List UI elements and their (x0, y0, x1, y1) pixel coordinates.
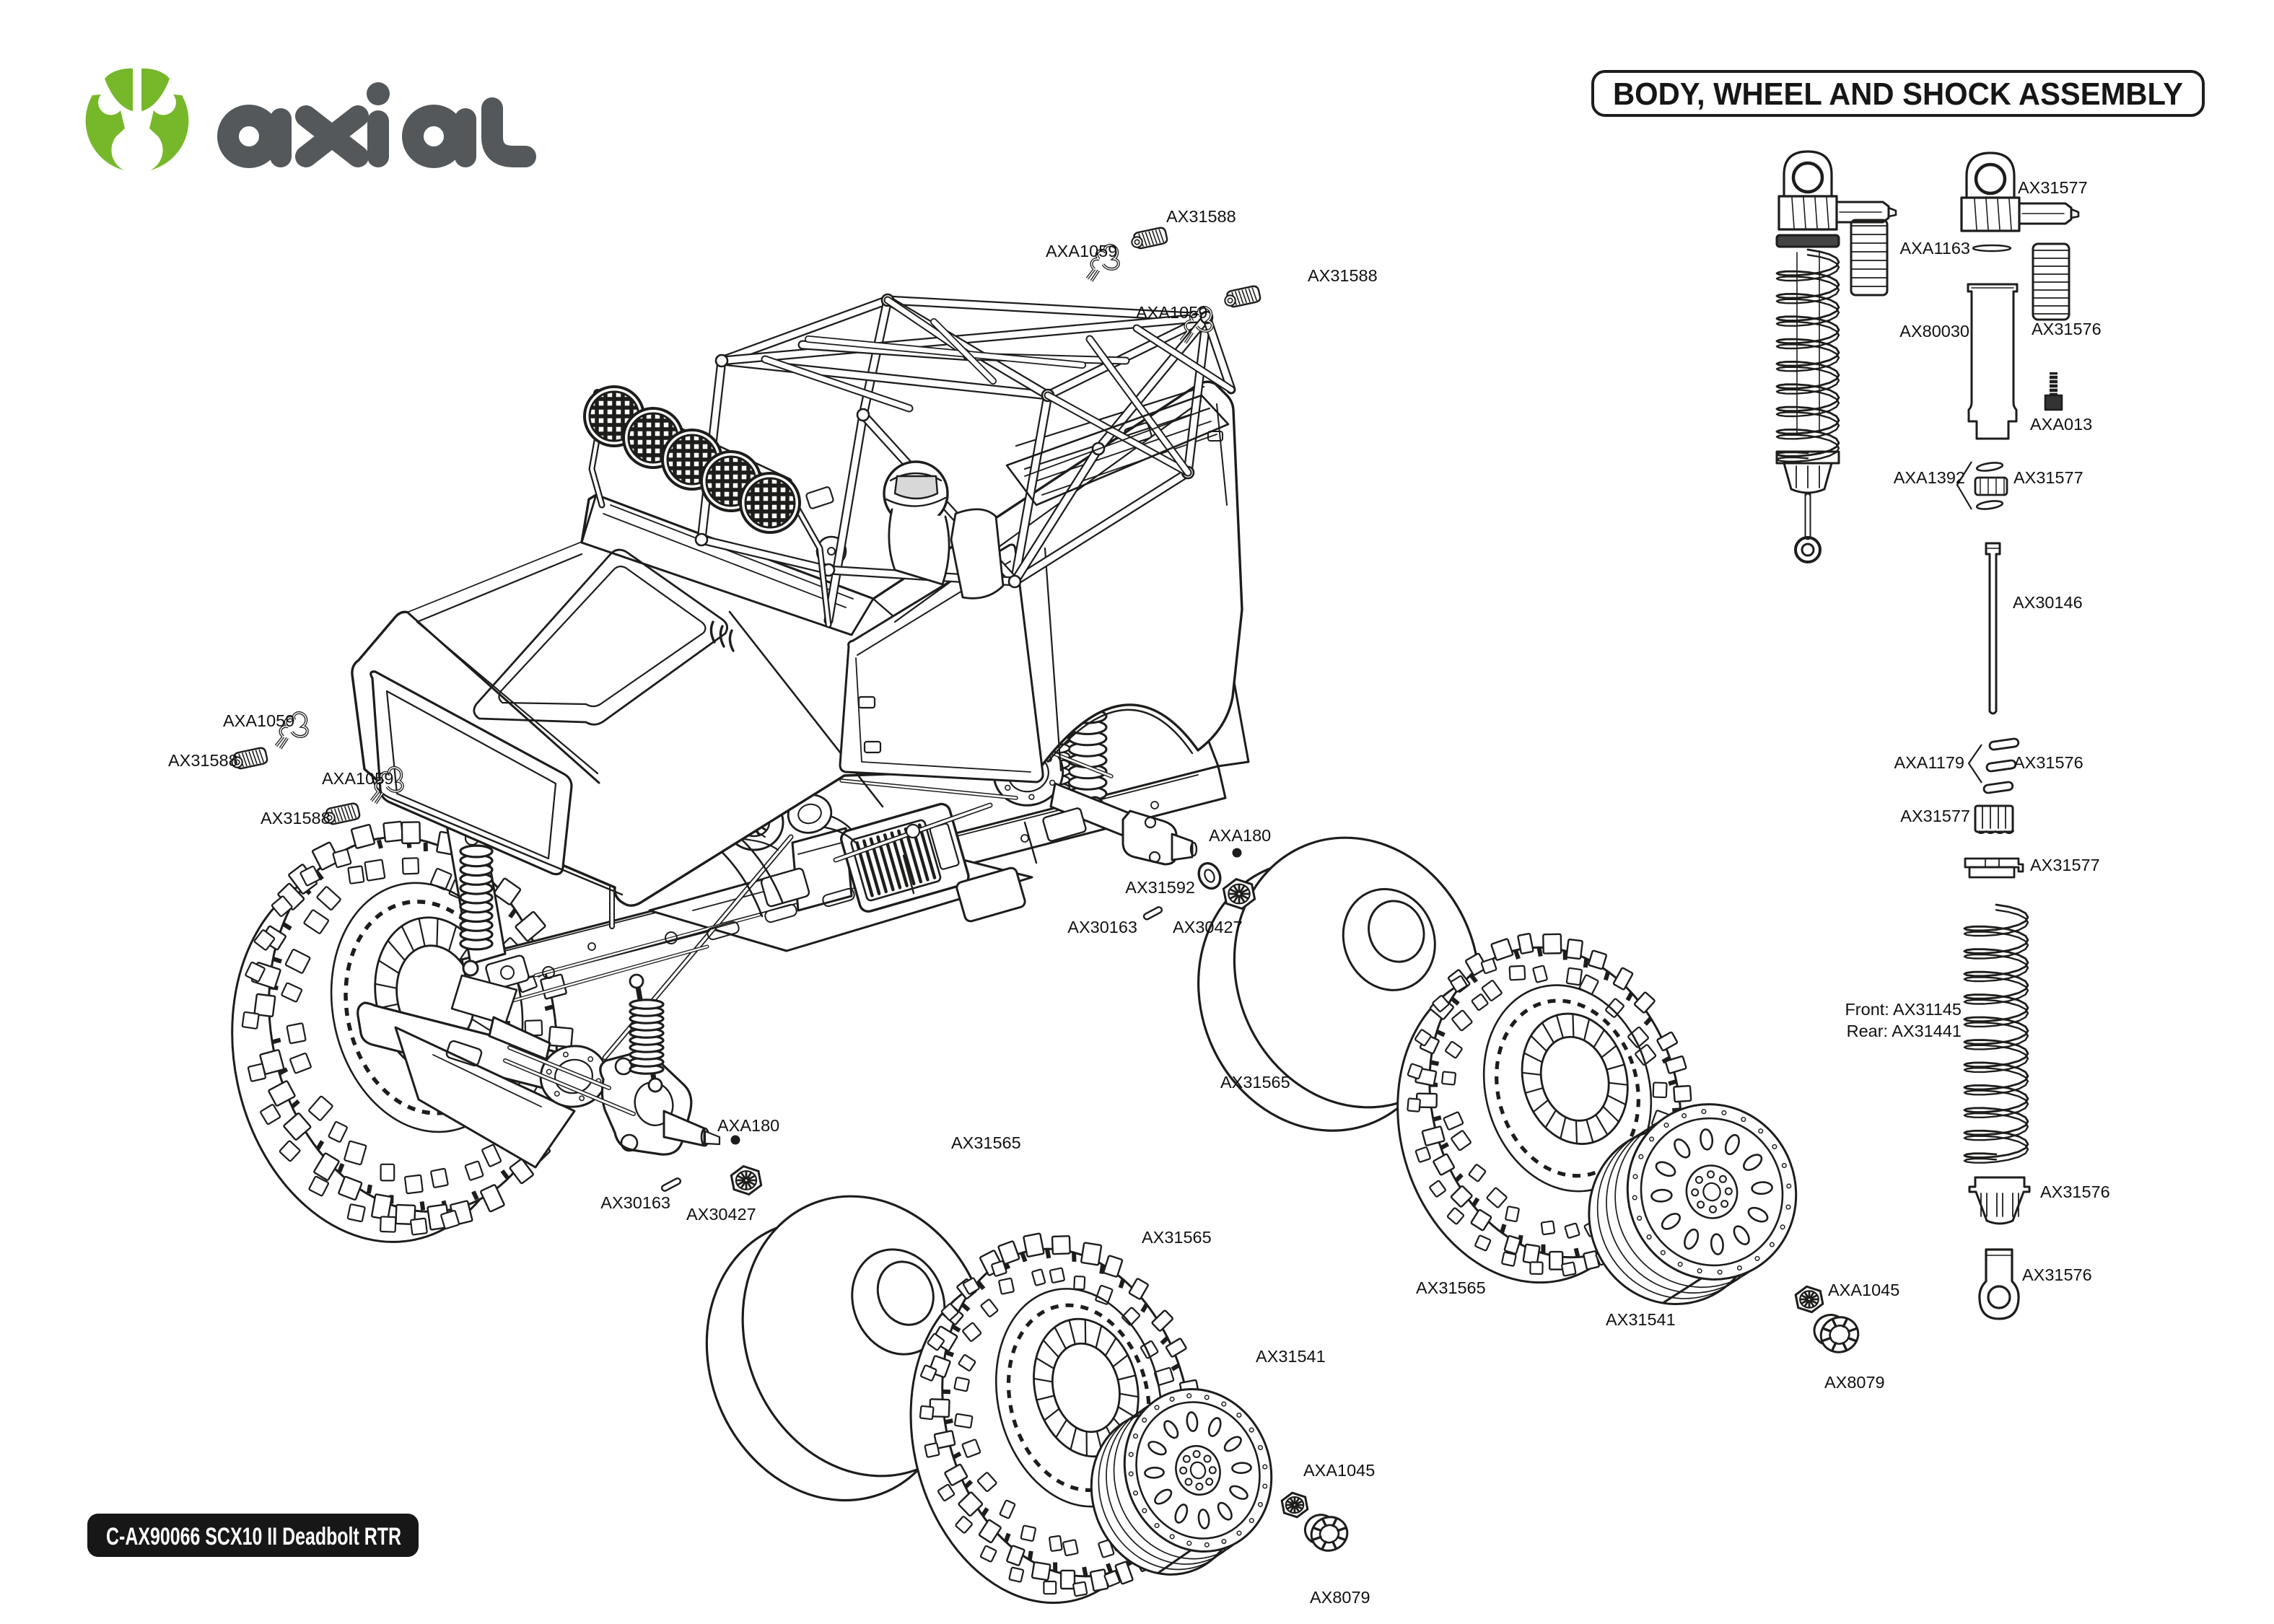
svg-text:AX30427: AX30427 (686, 1205, 756, 1224)
svg-text:AX80030: AX80030 (1899, 322, 1969, 341)
svg-text:AXA1392: AXA1392 (1894, 468, 1965, 487)
svg-text:AXA1059: AXA1059 (1046, 242, 1117, 260)
svg-text:AX31577: AX31577 (2013, 468, 2083, 487)
svg-text:C-AX90066 SCX10 II Deadbolt RT: C-AX90066 SCX10 II Deadbolt RTR (106, 1523, 401, 1550)
svg-text:AX31592: AX31592 (1125, 878, 1195, 897)
svg-text:AX31565: AX31565 (951, 1133, 1021, 1152)
svg-text:AXA1163: AXA1163 (1899, 239, 1970, 258)
svg-text:AX31576: AX31576 (2022, 1265, 2092, 1284)
svg-text:AXA1059: AXA1059 (1136, 303, 1207, 322)
svg-text:AXA1059: AXA1059 (223, 711, 294, 730)
svg-text:BODY, WHEEL AND SHOCK ASSEMBLY: BODY, WHEEL AND SHOCK ASSEMBLY (1613, 76, 2183, 112)
svg-text:AXA1045: AXA1045 (1303, 1461, 1375, 1480)
svg-text:AX31565: AX31565 (1142, 1228, 1212, 1247)
svg-text:AX31588: AX31588 (1308, 266, 1378, 285)
svg-text:AX31565: AX31565 (1220, 1073, 1290, 1092)
svg-text:AX31588: AX31588 (261, 809, 331, 828)
svg-text:Front: AX31145: Front: AX31145 (1845, 1000, 1962, 1019)
svg-text:AXA180: AXA180 (1209, 826, 1271, 845)
svg-text:AX31576: AX31576 (2013, 753, 2083, 772)
svg-text:AX31588: AX31588 (168, 751, 238, 770)
svg-text:AX30146: AX30146 (2013, 593, 2083, 612)
svg-text:AX8079: AX8079 (1310, 1588, 1370, 1607)
svg-text:AX31577: AX31577 (2030, 856, 2100, 874)
svg-text:AXA013: AXA013 (2030, 415, 2092, 434)
svg-text:AX30163: AX30163 (1067, 918, 1137, 936)
svg-text:AXA1179: AXA1179 (1894, 753, 1964, 772)
svg-text:Rear: AX31441: Rear: AX31441 (1847, 1022, 1962, 1040)
svg-text:AXA180: AXA180 (717, 1116, 779, 1135)
svg-text:AX31541: AX31541 (1256, 1347, 1326, 1366)
svg-text:AX30427: AX30427 (1173, 918, 1243, 936)
svg-text:AX31541: AX31541 (1606, 1310, 1676, 1329)
svg-text:AX30163: AX30163 (600, 1193, 670, 1212)
svg-text:AX31565: AX31565 (1416, 1278, 1486, 1297)
svg-text:AXA1059: AXA1059 (322, 769, 393, 788)
svg-text:AXA1045: AXA1045 (1828, 1281, 1899, 1299)
svg-text:AX31577: AX31577 (2018, 178, 2088, 197)
svg-text:AX31576: AX31576 (2032, 320, 2102, 338)
svg-text:AX31576: AX31576 (2040, 1182, 2110, 1201)
svg-text:AX31577: AX31577 (1900, 807, 1970, 825)
svg-text:AX31588: AX31588 (1166, 207, 1236, 226)
svg-text:AX8079: AX8079 (1824, 1373, 1885, 1392)
